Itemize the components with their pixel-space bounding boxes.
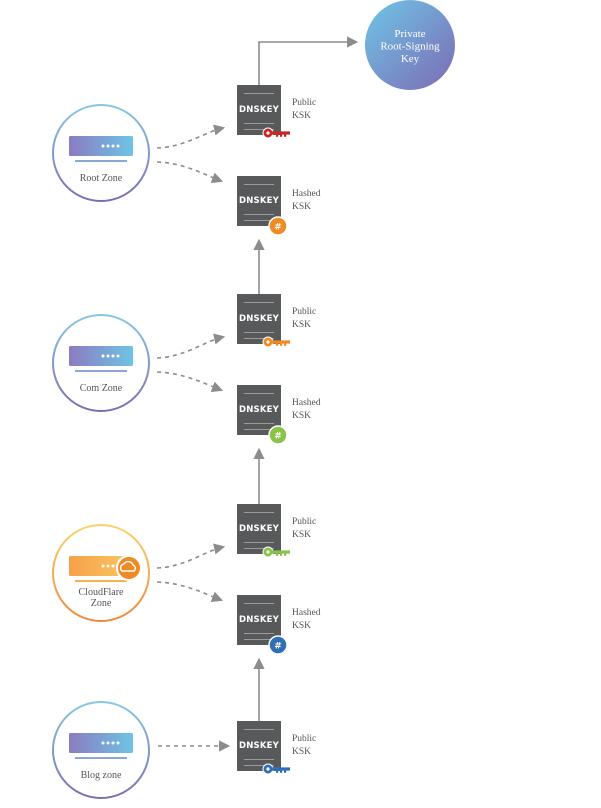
private-key-line: Private [394,28,425,40]
zone-to-hashed-arrow [156,161,224,184]
key-icon [262,763,290,775]
private-key-line: Root-Signing [380,41,440,53]
key-icon [262,336,290,348]
zone-to-public-arrow [156,543,226,569]
zone-label: Com Zone [80,383,123,394]
server-icon [69,136,133,162]
dnskey-label: DNSKEY [239,524,280,534]
zone-1: Com Zone [52,314,150,412]
dnskey-label: DNSKEY [239,615,280,625]
zone-0: Root Zone [52,104,150,202]
zone-to-hashed-arrow [156,581,224,603]
zone-to-public-arrow [156,124,226,149]
zone-to-public-arrow [156,333,226,359]
server-icon [69,346,133,372]
hash-icon: # [268,425,288,445]
connector-arrows [156,36,359,752]
zone-3: Blog zone [52,701,150,799]
cloud-icon [116,555,142,581]
dnskey-label: DNSKEY [239,314,280,324]
dnskey-label: DNSKEY [239,196,280,206]
to-private-key-arrow [258,36,359,85]
svg-text:#: # [274,641,282,651]
zone-label: Root Zone [80,173,123,184]
private-key-line: Key [401,53,420,65]
svg-text:#: # [274,431,282,441]
server-icon [69,733,133,759]
zone-to-hashed-arrow [156,371,224,393]
key-icon [262,127,290,139]
hash-icon: # [268,216,288,236]
zone-label: Blog zone [81,770,122,781]
dnskey-label: DNSKEY [239,405,280,415]
svg-text:#: # [274,222,282,232]
dnskey-label: DNSKEY [239,105,280,115]
dnskey-label: DNSKEY [239,741,280,751]
hash-icon: # [268,635,288,655]
key-icon [262,546,290,558]
